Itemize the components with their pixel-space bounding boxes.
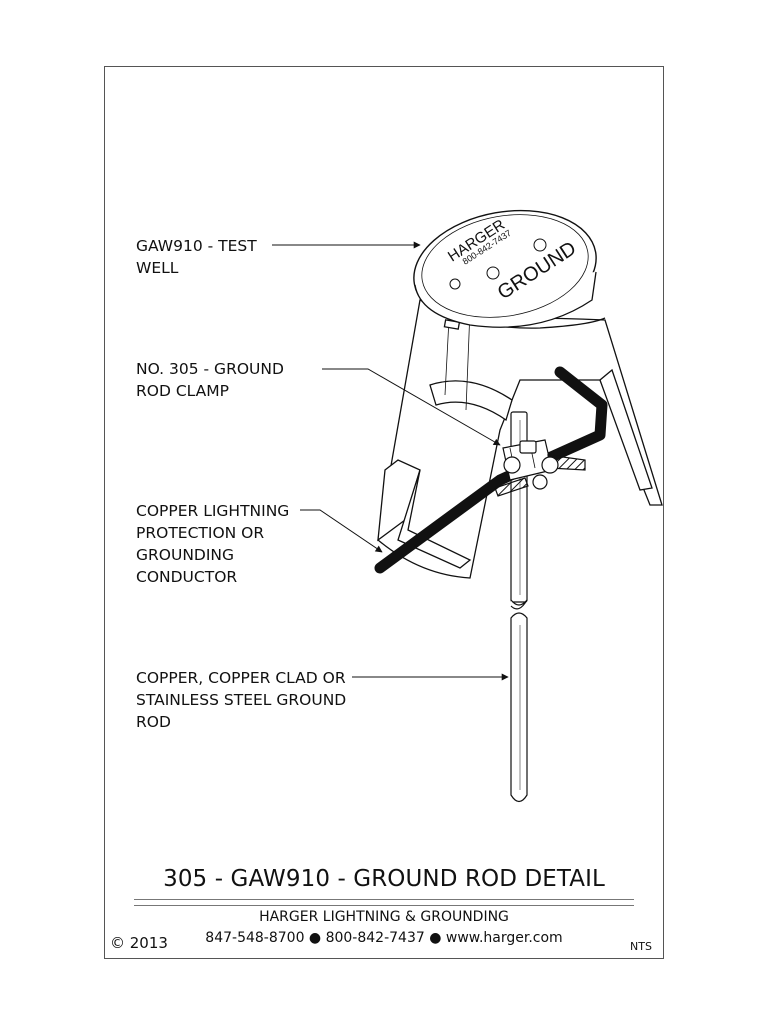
leader-lines xyxy=(272,241,509,681)
callout-ground-rod-line-3: ROD xyxy=(136,713,171,731)
callout-conductor-line-1: COPPER LIGHTNING xyxy=(136,502,290,520)
title-divider-bottom xyxy=(134,905,634,906)
copyright-notice: © 2013 xyxy=(110,934,168,952)
callout-rod-clamp-line-2: ROD CLAMP xyxy=(136,382,229,400)
callout-ground-rod-line-1: COPPER, COPPER CLAD OR xyxy=(136,669,346,687)
drawing-title: 305 - GAW910 - GROUND ROD DETAIL xyxy=(163,866,605,892)
drawing-border xyxy=(104,66,664,959)
callout-rod-clamp-line-1: NO. 305 - GROUND xyxy=(136,360,284,378)
test-well-lid: HARGER 800-842-7437 GROUND xyxy=(413,209,597,328)
company-name: HARGER LIGHTNING & GROUNDING xyxy=(259,909,509,925)
callout-ground-rod: COPPER, COPPER CLAD OR STAINLESS STEEL G… xyxy=(136,667,346,733)
contact-info: 847-548-8700 ● 800-842-7437 ● www.harger… xyxy=(205,930,563,946)
test-well-body xyxy=(377,299,663,579)
callout-test-well-line-2: WELL xyxy=(136,259,179,277)
callout-conductor-line-4: CONDUCTOR xyxy=(136,568,238,586)
callout-conductor-line-2: PROTECTION OR xyxy=(136,524,265,542)
callout-conductor: COPPER LIGHTNING PROTECTION OR GROUNDING… xyxy=(136,500,289,588)
title-divider-top xyxy=(134,899,634,900)
ground-rod-clamp xyxy=(494,439,586,497)
callout-rod-clamp: NO. 305 - GROUND ROD CLAMP xyxy=(136,358,284,402)
copper-conductor xyxy=(374,366,608,574)
callout-conductor-line-3: GROUNDING xyxy=(136,546,235,564)
scale-note: NTS xyxy=(630,940,652,953)
callout-test-well-line-1: GAW910 - TEST xyxy=(136,237,257,255)
callout-test-well: GAW910 - TEST WELL xyxy=(136,235,257,279)
callout-ground-rod-line-2: STAINLESS STEEL GROUND xyxy=(136,691,347,709)
